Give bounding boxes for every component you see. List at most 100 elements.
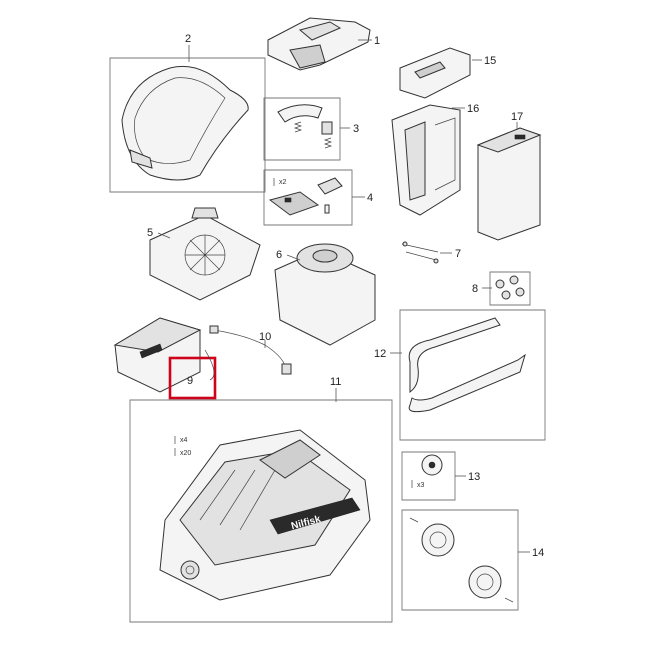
part-2-frame [109,57,266,193]
part-11-body-wheel-hub [180,560,200,580]
part-6-leader [286,254,301,261]
part-7-end-b [433,258,439,264]
part-5-grill-spokes [185,235,225,275]
part-9-charger-top [113,317,202,353]
part-4-connector [317,177,343,195]
part-4-group[interactable]: x2 4 [263,169,373,226]
part-14-frame [401,509,519,611]
part-2-latch [129,149,153,169]
part-13-label: 13 [468,471,480,483]
part-3-spring-b [323,137,333,149]
part-4-screw [324,204,330,214]
part-7-label: 7 [455,248,461,260]
part-4-label: 4 [367,192,373,204]
part-14-wheel-b [468,565,502,599]
part-9-group[interactable]: 9 [113,317,217,400]
part-11-frame [129,399,393,623]
part-15-cover [399,47,471,99]
part-13-qty: x3 [417,482,425,489]
part-17-battery-top [476,127,542,153]
part-17-label: 17 [511,111,523,123]
part-1-handle-grip [298,21,342,41]
part-2-lid [121,65,249,181]
part-3-lever [277,104,323,123]
part-14-wheel-b-hub [476,573,494,591]
part-16-housing [391,104,461,216]
part-10-group[interactable]: 10 [204,325,292,381]
part-3-label: 3 [353,123,359,135]
part-15-panel [414,61,446,79]
part-11-body-wheel-center [185,565,195,575]
part-7-group[interactable]: 7 [401,241,461,264]
part-8-nut-d [515,287,525,297]
part-7-cable-b [405,251,437,261]
part-11-body-top-cavity [259,439,321,479]
part-14-wheel-a [421,523,455,557]
part-14-label: 14 [532,547,544,559]
part-16-edge [434,117,456,191]
part-10-plug-a [209,325,219,334]
part-2-label: 2 [185,33,191,45]
part-10-cable [213,329,287,371]
part-4-qty: x2 [279,179,287,186]
part-17-terminal [514,134,526,140]
part-10-plug-b [281,363,292,375]
part-12-strip-a [408,317,501,393]
part-15-group[interactable]: 15 [399,47,496,99]
part-4-chip [284,197,292,203]
part-7-cable-a [401,243,439,253]
part-5-group[interactable]: 5 [147,207,261,301]
part-11-body-ribs [199,469,276,531]
part-8-nut-a [495,279,505,289]
part-4-frame [263,169,353,226]
part-16-group[interactable]: 16 [391,103,479,216]
part-11-body-tank [179,449,351,566]
part-3-spring-a [293,121,303,133]
part-5-leader [157,232,171,239]
part-16-label: 16 [467,103,479,115]
part-8-frame [489,271,531,306]
part-11-group[interactable]: 11 x4 x20 Nilfisk [129,376,393,623]
part-13-caster-hub [428,461,436,469]
part-11-qty-a: x4 [180,437,188,444]
part-6-group[interactable]: 6 [274,243,376,346]
part-9-charger-slot [139,343,163,359]
part-13-group[interactable]: x3 13 [401,451,480,501]
part-16-inner [404,121,426,201]
part-14-group[interactable]: 14 [401,509,544,611]
part-4-pcb [268,191,320,216]
part-12-group[interactable]: 12 [374,309,546,441]
part-15-label: 15 [484,55,496,67]
part-7-end-a [402,241,408,247]
part-11-label: 11 [330,376,341,388]
part-8-nut-c [501,290,511,300]
part-3-frame [263,97,341,161]
part-9-label: 9 [187,375,193,387]
part-1-label: 1 [374,35,380,47]
part-6-motor-base-edge [279,319,376,346]
part-11-brand-band [269,497,361,535]
part-14-axle-screws [409,517,514,603]
part-1-handle-base [289,44,326,69]
part-13-frame [401,451,456,501]
part-3-group[interactable]: 3 [263,97,359,161]
part-1-group[interactable]: 1 [267,17,380,71]
part-12-strip-b [408,353,526,413]
part-8-label: 8 [472,283,478,295]
part-5-label: 5 [147,227,153,239]
part-17-group[interactable]: 17 [476,111,542,241]
part-8-group[interactable]: 8 [472,271,531,306]
part-6-motor-fan [312,249,338,263]
part-6-label: 6 [276,249,282,261]
part-8-nut-b [509,275,519,285]
part-12-frame [399,309,546,441]
part-2-group[interactable]: 2 [109,33,266,193]
part-9-highlight-box [168,356,217,400]
part-10-cable-tail [204,349,215,381]
part-5-handle [191,207,219,219]
part-11-qty-b: x20 [180,450,191,457]
part-10-label: 10 [259,331,271,343]
part-14-wheel-a-hub [429,531,447,549]
